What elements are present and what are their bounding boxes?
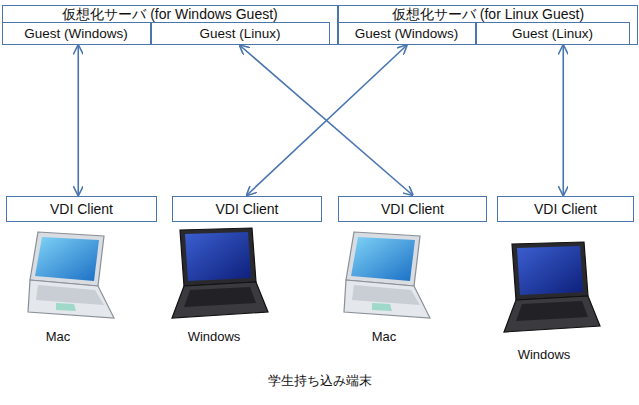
mac-laptop [28,232,114,318]
server-box: 仮想化サーバ (for Linux Guest) Guest (Windows) G… [338,5,638,45]
device-label: Windows [518,347,571,362]
box-label: Guest (Linux) [199,26,280,41]
connection-arrow [562,46,564,196]
server-title: 仮想化サーバ (for Linux Guest) [339,6,637,23]
connection-arrow [77,46,79,196]
connection-arrow [247,46,407,196]
vdi-client-box: VDI Client [338,196,487,222]
windows-laptop [172,228,268,318]
guest-box: Guest (Linux) [151,22,330,45]
box-label: VDI Client [50,201,113,217]
server-box: 仮想化サーバ (for Windows Guest) Guest (Windows… [2,5,338,45]
box-label: VDI Client [534,201,597,217]
box-label: VDI Client [381,201,444,217]
vdi-client-box: VDI Client [6,196,157,222]
box-label: Guest (Windows) [355,26,459,41]
windows-laptop [504,242,600,332]
vdi-client-box: VDI Client [172,196,322,222]
server-title: 仮想化サーバ (for Windows Guest) [3,6,337,23]
guest-box: Guest (Linux) [476,22,630,45]
connection-arrow [240,46,413,196]
box-label: Guest (Linux) [512,26,593,41]
device-label: Windows [188,329,241,344]
guest-box: Guest (Windows) [2,22,151,45]
guest-box: Guest (Windows) [338,22,476,45]
caption: 学生持ち込み端末 [268,372,372,390]
box-label: Guest (Windows) [24,26,128,41]
device-label: Mac [372,329,397,344]
device-label: Mac [46,329,71,344]
box-label: VDI Client [215,201,278,217]
vdi-client-box: VDI Client [497,196,634,222]
mac-laptop [344,232,430,318]
